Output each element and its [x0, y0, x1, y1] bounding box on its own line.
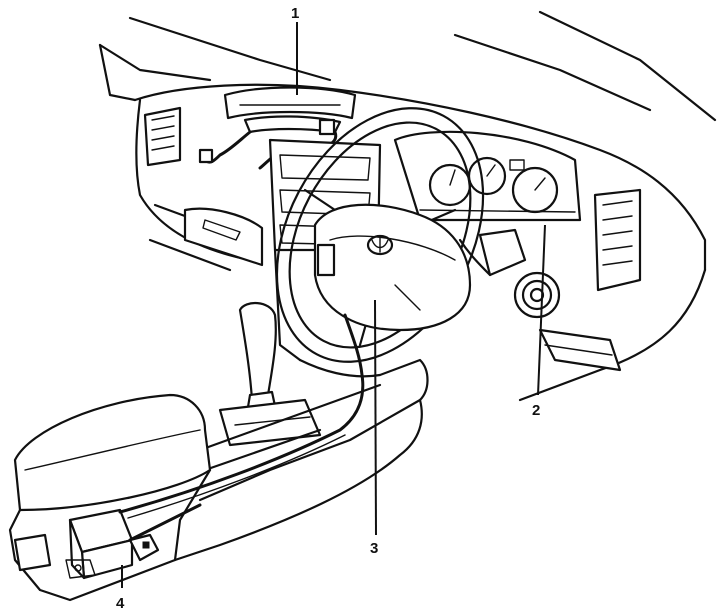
- instrument-cluster: [393, 130, 582, 222]
- driver-airbag-module: [313, 203, 472, 332]
- steering-column: [458, 228, 527, 277]
- dashboard-panel: [133, 83, 707, 402]
- windshield-outline: [98, 10, 717, 122]
- callout-2: 2: [532, 402, 540, 419]
- callout-1: 1: [291, 5, 299, 22]
- airbag-sensor-assembly: [65, 508, 160, 580]
- passenger-airbag-module: [223, 86, 357, 134]
- center-console-body: [173, 358, 429, 562]
- ignition-switch: [513, 271, 561, 319]
- armrest-console: [8, 393, 212, 602]
- sensor-wiring-harness: [118, 313, 365, 542]
- leader-lines: [121, 22, 546, 588]
- callout-4: 4: [116, 595, 125, 612]
- callout-3: 3: [370, 540, 378, 557]
